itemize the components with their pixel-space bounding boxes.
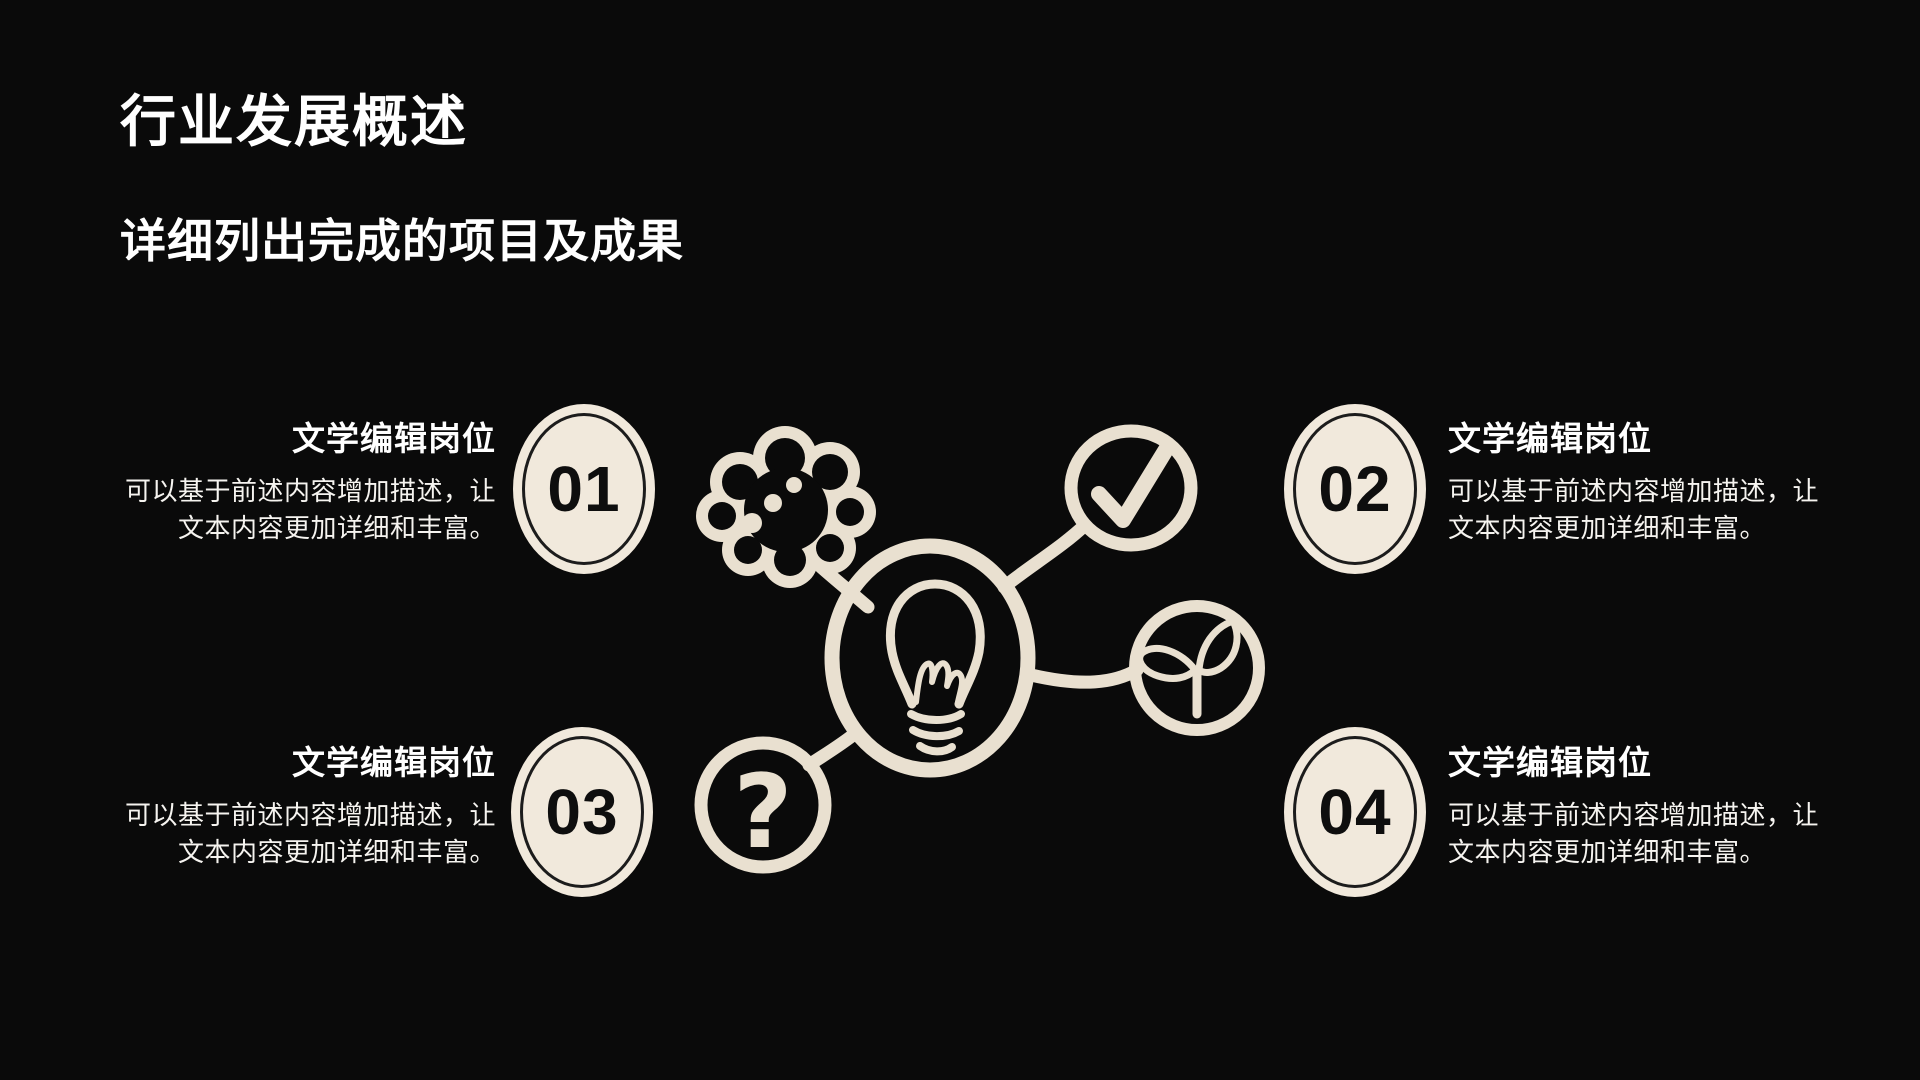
list-item-2: 文学编辑岗位 可以基于前述内容增加描述，让 文本内容更加详细和丰富。 [1448, 418, 1833, 547]
badge-number: 04 [1318, 776, 1392, 848]
list-item-1: 文学编辑岗位 可以基于前述内容增加描述，让 文本内容更加详细和丰富。 [111, 418, 496, 547]
item-3-heading: 文学编辑岗位 [292, 744, 496, 781]
list-item-3: 文学编辑岗位 可以基于前述内容增加描述，让 文本内容更加详细和丰富。 [111, 742, 496, 871]
item-1-body-line-1: 可以基于前述内容增加描述，让 [124, 475, 496, 506]
list-item-4: 文学编辑岗位 可以基于前述内容增加描述，让 文本内容更加详细和丰富。 [1448, 742, 1833, 871]
sprout-icon [1129, 600, 1265, 736]
mindmap-illustration: ? [690, 400, 1270, 890]
item-1-heading: 文学编辑岗位 [292, 420, 496, 457]
badge-inner-ring [1293, 736, 1417, 888]
lightbulb-icon [824, 538, 1036, 778]
item-2-body-line-1: 可以基于前述内容增加描述，让 [1448, 475, 1820, 506]
thought-cloud-icon [696, 426, 876, 588]
number-badge-04: 04 [1284, 727, 1426, 897]
badge-inner-ring [1293, 413, 1417, 565]
item-1-body: 可以基于前述内容增加描述，让 文本内容更加详细和丰富。 [111, 473, 496, 547]
badge-number: 03 [545, 776, 619, 848]
badge-number: 01 [547, 453, 621, 525]
item-2-body: 可以基于前述内容增加描述，让 文本内容更加详细和丰富。 [1448, 473, 1833, 547]
badge-inner-ring [522, 413, 646, 565]
number-badge-02: 02 [1284, 404, 1426, 574]
badge-inner-ring [520, 736, 644, 888]
item-4-body: 可以基于前述内容增加描述，让 文本内容更加详细和丰富。 [1448, 797, 1833, 871]
page-title: 行业发展概述 [120, 90, 468, 153]
item-4-body-line-1: 可以基于前述内容增加描述，让 [1448, 799, 1820, 830]
item-2-body-line-2: 文本内容更加详细和丰富。 [1448, 512, 1767, 543]
number-badge-01: 01 [513, 404, 655, 574]
page-subtitle: 详细列出完成的项目及成果 [120, 215, 684, 267]
item-4-heading: 文学编辑岗位 [1448, 744, 1652, 781]
number-badge-03: 03 [511, 727, 653, 897]
item-3-body-line-2: 文本内容更加详细和丰富。 [177, 836, 496, 867]
item-4-body-line-2: 文本内容更加详细和丰富。 [1448, 836, 1767, 867]
checkmark-icon [1064, 424, 1198, 552]
item-3-body: 可以基于前述内容增加描述，让 文本内容更加详细和丰富。 [111, 797, 496, 871]
badge-number: 02 [1318, 453, 1392, 525]
question-glyph: ? [733, 753, 792, 872]
item-1-body-line-2: 文本内容更加详细和丰富。 [177, 512, 496, 543]
item-2-heading: 文学编辑岗位 [1448, 420, 1652, 457]
item-3-body-line-1: 可以基于前述内容增加描述，让 [124, 799, 496, 830]
cloud-dots [742, 477, 802, 533]
question-mark-icon: ? [694, 736, 832, 874]
